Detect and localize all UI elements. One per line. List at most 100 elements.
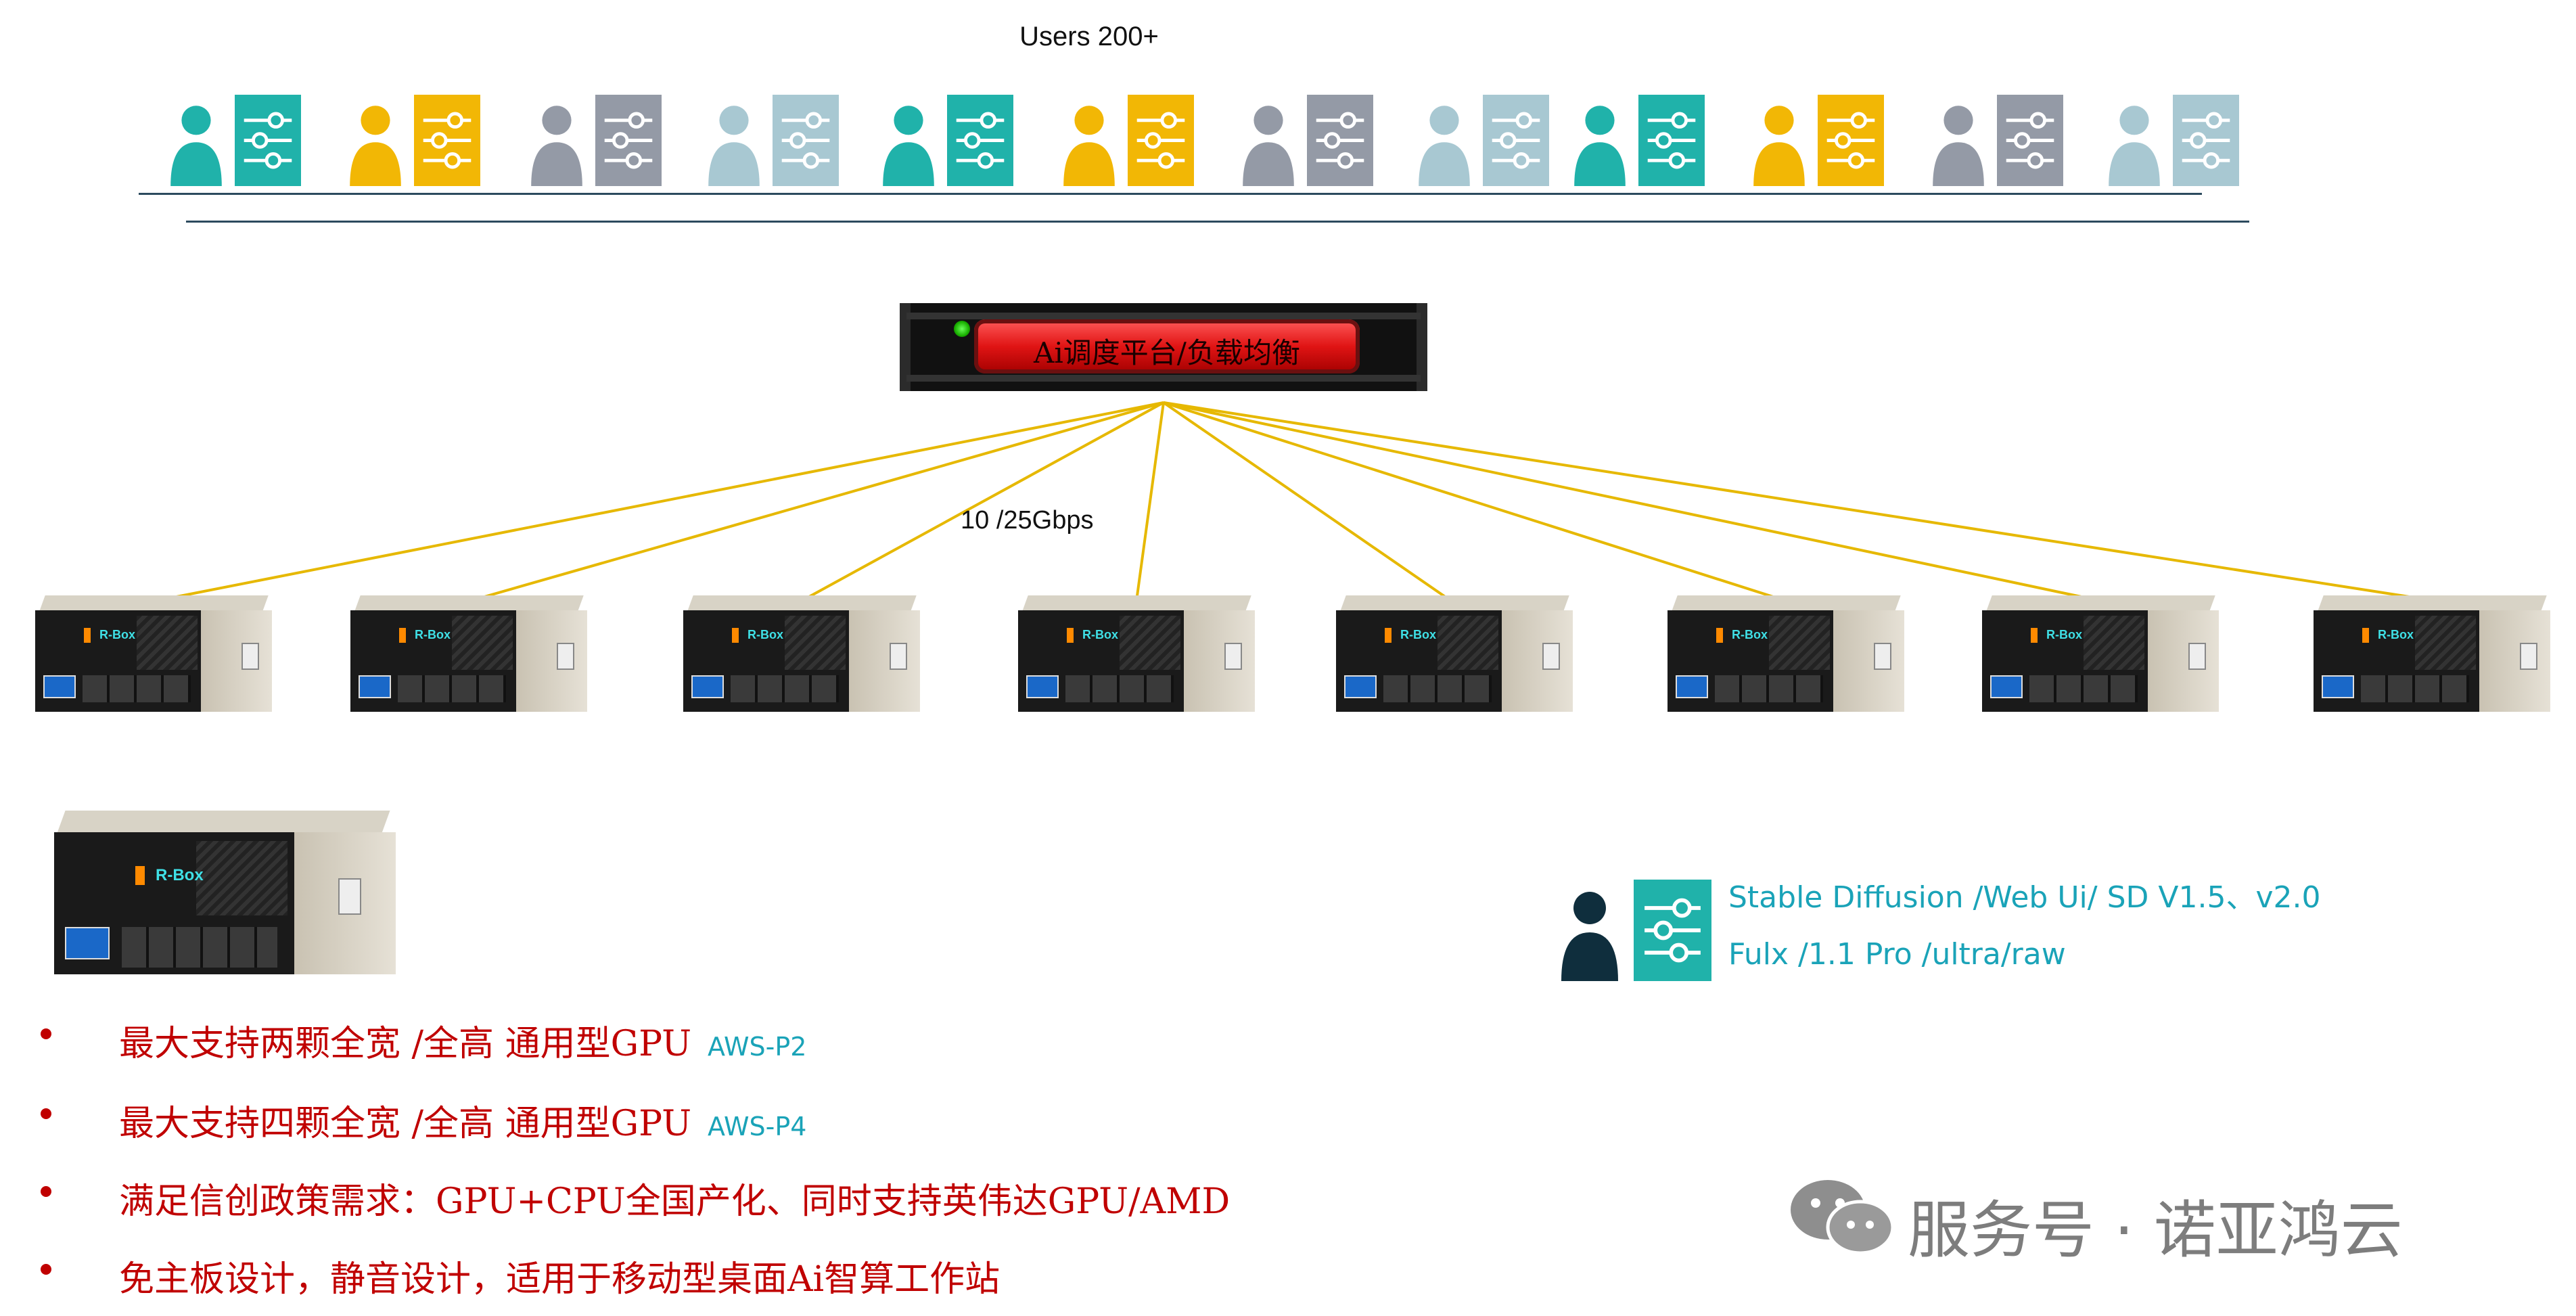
user-icon xyxy=(1059,95,1194,186)
person-icon xyxy=(1419,106,1470,186)
server-side xyxy=(2148,610,2219,712)
server-brand: R-Box xyxy=(415,628,451,641)
server-top xyxy=(56,811,390,835)
gpu-server: R-Box xyxy=(1982,595,2226,717)
person-icon xyxy=(350,106,401,186)
slider-doc-icon xyxy=(1638,95,1705,186)
server-brand: R-Box xyxy=(2378,628,2414,641)
bullet-item: 最大支持四颗全宽 /全高 通用型GPU AWS-P4 xyxy=(41,1095,1326,1149)
drive-bays xyxy=(1383,675,1492,702)
user-icon xyxy=(166,95,301,186)
load-balancer-panel: Ai调度平台/负载均衡 xyxy=(974,319,1360,373)
bullet-dot-icon xyxy=(41,1264,51,1275)
featured-server: R-Box xyxy=(54,811,399,980)
front-display-icon xyxy=(1676,675,1708,698)
server-grille xyxy=(1438,616,1498,670)
bullet-dot-icon xyxy=(41,1186,51,1197)
front-display-icon xyxy=(43,675,76,698)
rbox-logo-icon xyxy=(135,866,145,885)
person-icon xyxy=(531,106,582,186)
server-side xyxy=(2479,610,2550,712)
bullet-item: 免主板设计，静音设计，适用于移动型桌面Ai智算工作站 xyxy=(41,1250,1326,1304)
person-icon xyxy=(2109,106,2160,186)
server-brand: R-Box xyxy=(156,866,204,884)
wechat-icon xyxy=(1791,1180,1895,1255)
server-brand: R-Box xyxy=(2046,628,2082,641)
rbox-logo-icon xyxy=(1385,628,1392,643)
front-display-icon xyxy=(1026,675,1059,698)
bullet-text: 最大支持两颗全宽 /全高 通用型GPU xyxy=(119,1024,692,1064)
person-icon xyxy=(883,106,934,186)
drive-bays xyxy=(2029,675,2138,702)
user-icon xyxy=(704,95,839,186)
server-brand: R-Box xyxy=(1732,628,1768,641)
bullet-tag: AWS-P4 xyxy=(708,1112,807,1141)
bullet-text: 满足信创政策需求：GPU+CPU全国产化、同时支持英伟达GPU/AMD xyxy=(119,1181,1230,1222)
server-grille xyxy=(452,616,513,670)
side-latch-icon xyxy=(2188,643,2206,670)
rbox-logo-icon xyxy=(399,628,406,643)
gpu-server: R-Box xyxy=(350,595,594,717)
watermark: 服务号 · 诺亚鸿云 xyxy=(1786,1171,2564,1267)
rack-rail-top xyxy=(906,313,1421,319)
slider-doc-icon xyxy=(947,95,1013,186)
slider-doc-icon xyxy=(595,95,662,186)
link-speed-label: 10 /25Gbps xyxy=(961,506,1094,535)
network-link xyxy=(1163,401,2101,602)
user-icon xyxy=(878,95,1013,186)
person-icon xyxy=(1753,106,1805,186)
server-brand: R-Box xyxy=(1082,628,1118,641)
server-brand: R-Box xyxy=(1400,628,1436,641)
load-balancer: Ai调度平台/负载均衡 xyxy=(900,303,1427,391)
gpu-server: R-Box xyxy=(1018,595,1262,717)
drive-bays xyxy=(731,675,839,702)
drive-bays xyxy=(2361,675,2469,702)
user-icon xyxy=(1749,95,1884,186)
bullet-item: 满足信创政策需求：GPU+CPU全国产化、同时支持英伟达GPU/AMD xyxy=(41,1173,1326,1227)
rbox-logo-icon xyxy=(1067,628,1074,643)
side-latch-icon xyxy=(557,643,574,670)
drive-bays xyxy=(83,675,191,702)
slider-doc-icon xyxy=(773,95,839,186)
rack-rail-bottom xyxy=(906,375,1421,382)
front-display-icon xyxy=(1344,675,1377,698)
rbox-logo-icon xyxy=(1716,628,1723,643)
slider-doc-icon xyxy=(1483,95,1549,186)
rack-ear-left xyxy=(900,303,911,391)
network-link xyxy=(801,401,1164,602)
gpu-server: R-Box xyxy=(35,595,279,717)
status-led-icon xyxy=(954,321,970,337)
front-display-icon xyxy=(1990,675,2023,698)
bullet-item: 最大支持两颗全宽 /全高 通用型GPU AWS-P2 xyxy=(41,1015,1326,1069)
slider-doc-icon xyxy=(1634,880,1711,981)
drive-bays xyxy=(398,675,506,702)
slider-doc-icon xyxy=(1307,95,1373,186)
front-display-icon xyxy=(359,675,391,698)
user-icon xyxy=(1569,95,1705,186)
person-icon xyxy=(1063,106,1115,186)
bullet-text: 最大支持四颗全宽 /全高 通用型GPU xyxy=(119,1104,692,1144)
person-icon xyxy=(708,106,760,186)
drive-bays xyxy=(122,927,277,968)
server-grille xyxy=(785,616,846,670)
server-side xyxy=(849,610,920,712)
network-link xyxy=(1163,401,2436,602)
user-icon xyxy=(1414,95,1549,186)
slider-doc-icon xyxy=(2173,95,2239,186)
network-link xyxy=(155,401,1164,602)
front-display-icon xyxy=(2322,675,2354,698)
gpu-server: R-Box xyxy=(1336,595,1580,717)
bullet-text: 免主板设计，静音设计，适用于移动型桌面Ai智算工作站 xyxy=(119,1259,1001,1300)
side-latch-icon xyxy=(2520,643,2537,670)
bullet-tag: AWS-P2 xyxy=(708,1032,807,1062)
person-icon xyxy=(1243,106,1294,186)
side-latch-icon xyxy=(242,643,259,670)
server-side xyxy=(201,610,272,712)
rack-ear-right xyxy=(1417,303,1427,391)
side-latch-icon xyxy=(338,878,361,915)
drive-bays xyxy=(1065,675,1174,702)
slider-doc-icon xyxy=(1128,95,1194,186)
load-balancer-label: Ai调度平台/负载均衡 xyxy=(1034,336,1300,369)
